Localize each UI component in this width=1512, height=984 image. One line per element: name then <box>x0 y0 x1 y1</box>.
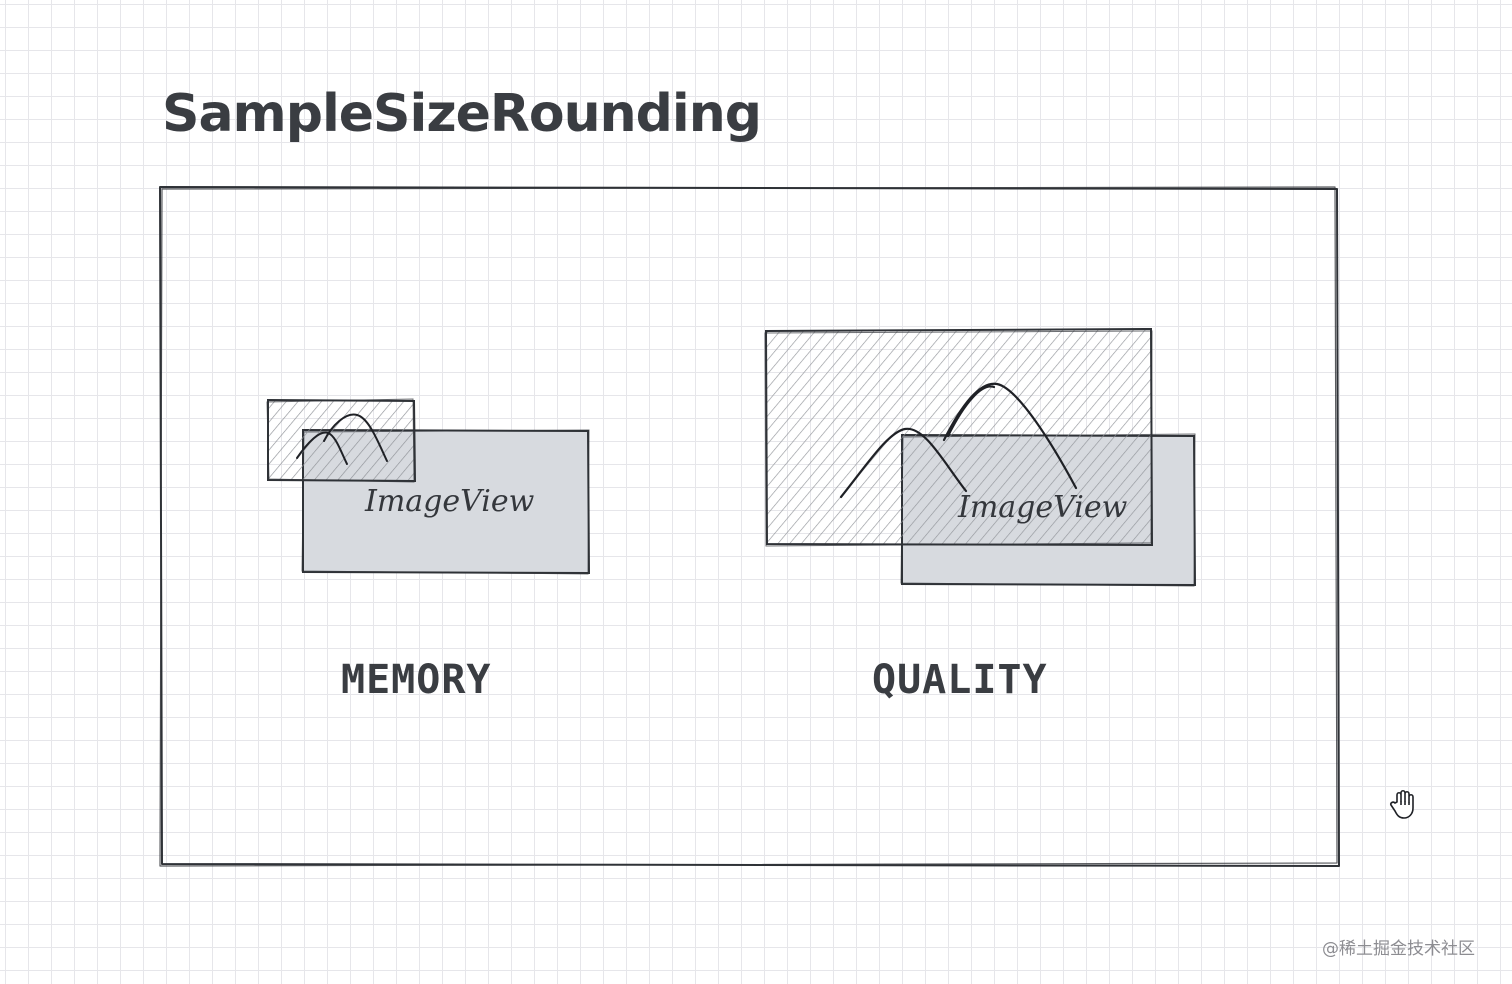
memory-mountain-icon <box>296 413 388 465</box>
memory-image-box <box>266 398 417 483</box>
quality-image-box <box>764 327 1154 547</box>
quality-imageview-label: ImageView <box>958 490 1128 525</box>
hand-cursor-icon <box>1390 789 1414 819</box>
quality-label: QUALITY <box>872 657 1048 703</box>
watermark-text: @稀土掘金技术社区 <box>1322 939 1475 959</box>
diagram-title: SampleSizeRounding <box>162 84 762 144</box>
quality-mountain-icon <box>839 382 1078 499</box>
memory-label: MEMORY <box>341 657 492 703</box>
memory-imageview-label: ImageView <box>365 484 535 519</box>
outer-frame <box>159 186 1340 867</box>
